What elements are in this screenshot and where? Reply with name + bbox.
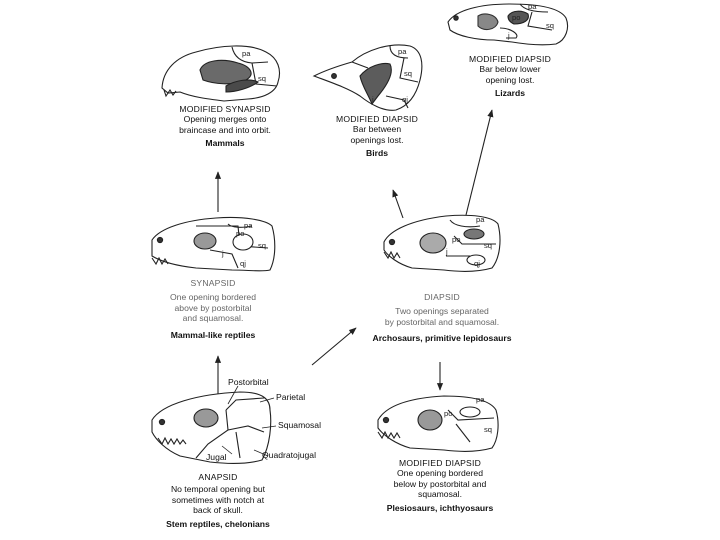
caption-desc-line: Bar below lower (479, 64, 541, 75)
svg-text:j: j (221, 249, 224, 258)
skull-modified-diapsid-birds: pa sq j qj (312, 44, 423, 111)
skull-modified-diapsid-plesiosaurs: pa po sq (377, 395, 499, 452)
caption-title: MODIFIED DIAPSID (336, 114, 418, 124)
caption-desc-line: Opening merges onto (183, 114, 267, 125)
svg-text:pa: pa (398, 47, 407, 56)
caption-title: MODIFIED DIAPSID (399, 458, 481, 468)
caption-anapsid: ANAPSID No temporal opening but sometime… (148, 472, 288, 529)
caption-desc-line: below by postorbital and (393, 478, 487, 489)
arrow-anapsid-to-diapsid (311, 327, 357, 366)
svg-text:po: po (512, 13, 520, 22)
caption-desc-line: Bar between (352, 124, 402, 135)
caption-group: Archosaurs, primitive lepidosaurs (372, 333, 512, 344)
caption-diapsid: DIAPSID Two openings separated by postor… (362, 292, 522, 344)
svg-text:qj: qj (402, 95, 408, 104)
svg-text:sq: sq (484, 241, 492, 250)
caption-desc-line: braincase and into orbit. (179, 124, 271, 135)
anapsid-label-quadratojugal: Quadratojugal (262, 450, 316, 460)
svg-text:qj: qj (474, 259, 480, 268)
svg-text:sq: sq (404, 69, 412, 78)
anapsid-label-postorbital: Postorbital (228, 377, 269, 387)
svg-text:pa: pa (476, 395, 485, 404)
caption-modified-diapsid-birds: MODIFIED DIAPSID Bar between openings lo… (322, 114, 432, 159)
caption-desc-line: by postorbital and squamosal. (384, 316, 500, 327)
caption-group: Lizards (494, 88, 526, 99)
caption-desc-line: One opening bordered (169, 292, 256, 303)
caption-group: Birds (366, 148, 388, 159)
svg-text:pa: pa (244, 221, 253, 230)
caption-title: MODIFIED DIAPSID (469, 54, 551, 64)
caption-title: SYNAPSID (190, 278, 236, 288)
caption-desc-line: above by postorbital (174, 302, 252, 313)
arrow-diapsid-to-lizards (465, 109, 494, 216)
caption-group: Plesiosaurs, ichthyosaurs (386, 502, 494, 513)
svg-text:j: j (371, 95, 374, 104)
caption-group: Mammals (205, 138, 245, 149)
evolution-arrows (214, 109, 494, 398)
skull-diapsid: pa po sq j qj (383, 214, 501, 272)
caption-desc-line: openings lost. (350, 134, 404, 145)
caption-group: Mammal-like reptiles (170, 329, 256, 340)
anapsid-label-parietal: Parietal (276, 392, 306, 402)
caption-title: DIAPSID (424, 292, 460, 302)
caption-title: ANAPSID (198, 472, 238, 482)
caption-desc-line: No temporal opening but (170, 484, 266, 495)
anapsid-label-jugal: Jugal (206, 452, 227, 462)
caption-desc-line: and squamosal. (182, 313, 244, 324)
caption-title: MODIFIED SYNAPSID (179, 104, 271, 114)
svg-text:pa: pa (242, 49, 251, 58)
caption-modified-diapsid-plesiosaurs: MODIFIED DIAPSID One opening bordered be… (372, 458, 508, 513)
caption-modified-diapsid-lizards: MODIFIED DIAPSID Bar below lower opening… (455, 54, 565, 99)
svg-text:pa: pa (528, 2, 537, 11)
svg-text:sq: sq (546, 21, 554, 30)
caption-modified-synapsid: MODIFIED SYNAPSID Opening merges onto br… (165, 104, 285, 149)
svg-text:j: j (507, 31, 510, 40)
skull-synapsid: pa po sq j qj (151, 216, 276, 272)
arrow-diapsid-to-birds (392, 189, 404, 219)
svg-text:sq: sq (258, 241, 266, 250)
svg-text:j: j (445, 247, 448, 256)
caption-desc-line: Two openings separated (395, 306, 489, 317)
anapsid-label-squamosal: Squamosal (278, 420, 321, 430)
svg-text:sq: sq (484, 425, 492, 434)
caption-desc-line: One opening bordered (396, 468, 483, 479)
caption-desc-line: back of skull. (193, 505, 243, 516)
skull-modified-diapsid-lizards: pa po sq j (447, 2, 569, 46)
caption-group: Stem reptiles, chelonians (166, 518, 270, 529)
svg-text:po: po (444, 409, 452, 418)
svg-text:sq: sq (258, 74, 266, 83)
skull-modified-synapsid: pa sq (161, 45, 281, 102)
svg-text:po: po (452, 235, 460, 244)
caption-synapsid: SYNAPSID One opening bordered above by p… (153, 278, 273, 340)
svg-text:po: po (236, 229, 244, 238)
svg-text:pa: pa (476, 215, 485, 224)
svg-text:qj: qj (240, 259, 246, 268)
skull-anapsid (151, 385, 277, 464)
caption-desc-line: sometimes with notch at (171, 494, 265, 505)
caption-desc-line: opening lost. (485, 74, 535, 85)
caption-desc-line: squamosal. (418, 489, 462, 500)
